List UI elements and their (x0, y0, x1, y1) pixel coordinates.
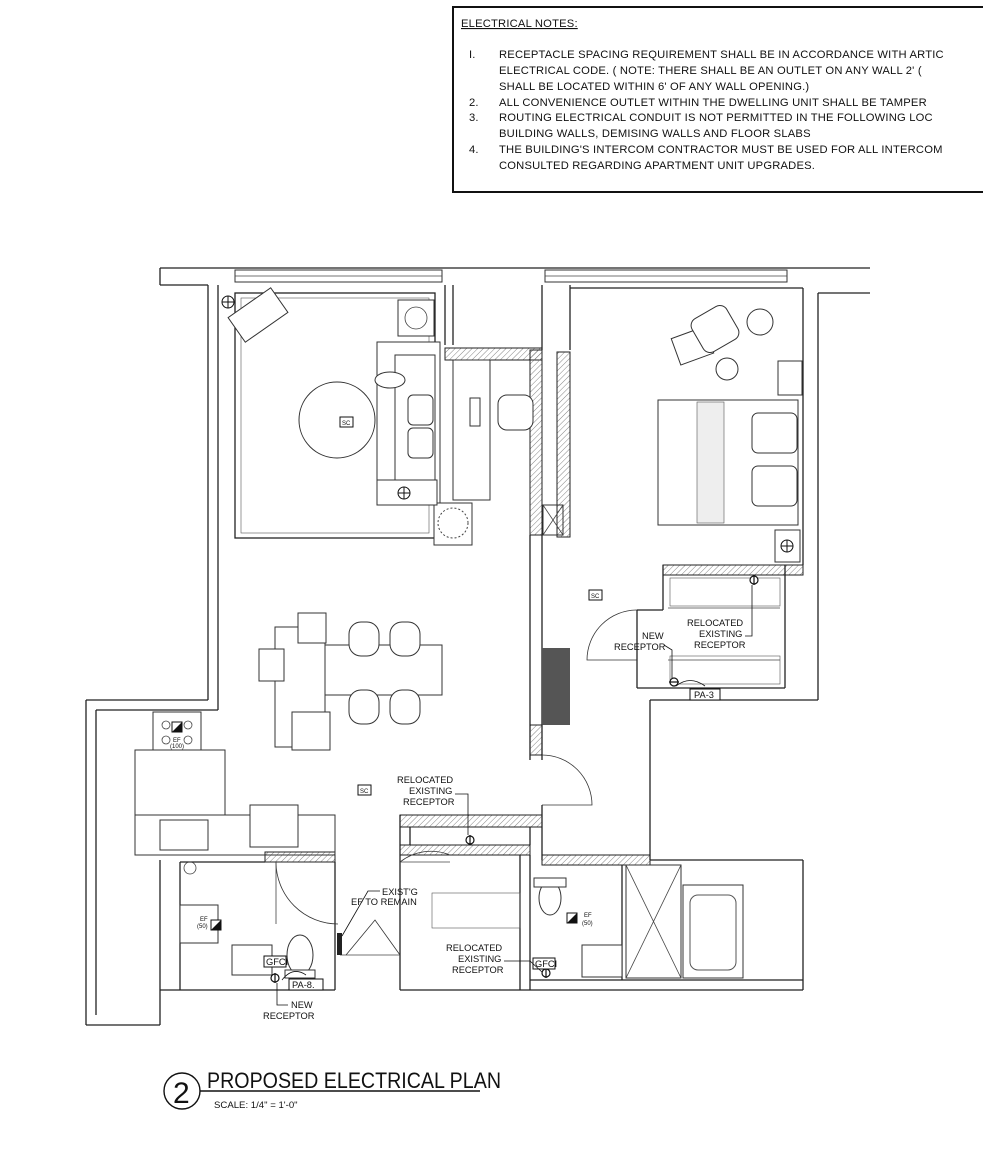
note-line: THE BUILDING'S INTERCOM CONTRACTOR MUST … (499, 144, 943, 156)
smoke-detector-icon (357, 784, 372, 796)
receptacle-icon (270, 973, 280, 983)
receptacle-icon (669, 677, 679, 687)
ceiling-light-icon (780, 539, 794, 553)
drawing-title: PROPOSED ELECTRICAL PLAN (207, 1068, 501, 1093)
exhaust-fan-rating: (50) (582, 921, 593, 927)
callout-line: RELOCATED (687, 618, 743, 628)
bedroom-furniture (657, 304, 803, 563)
smoke-detector-label: SC (360, 789, 369, 795)
note-line: ROUTING ELECTRICAL CONDUIT IS NOT PERMIT… (499, 112, 933, 124)
note-line: CONSULTED REGARDING APARTMENT UNIT UPGRA… (499, 160, 815, 172)
drawing-scale: SCALE: 1/4" = 1'-0" (214, 1100, 298, 1111)
smoke-detector-icon (588, 589, 603, 601)
callout-line: EXIST'G (382, 887, 418, 897)
exhaust-fan-rating: (50) (197, 924, 208, 930)
note-line: RECEPTACLE SPACING REQUIREMENT SHALL BE … (499, 49, 944, 61)
bath-fixtures (231, 877, 623, 979)
receptacle-icon (749, 575, 759, 585)
drawing-number: 2 (173, 1077, 190, 1110)
callout-line: RELOCATED (446, 943, 502, 953)
receptacle-icon (465, 835, 475, 845)
circuit-tag: PA-3 (694, 690, 714, 700)
note-num: 2. (469, 97, 479, 109)
notes-heading: ELECTRICAL NOTES: (461, 18, 578, 30)
callout-line: RECEPTOR (614, 642, 666, 652)
note-line: ELECTRICAL CODE. ( NOTE: THERE SHALL BE … (499, 65, 922, 77)
callout-line: EXISTING (699, 629, 742, 639)
dining-kitchen-furniture (134, 612, 443, 944)
exhaust-fan-label: EF (173, 738, 181, 744)
receptacle-icon (541, 968, 551, 978)
plan-callouts: NEW RECEPTOR RELOCATED EXISTING RECEPTOR… (263, 585, 753, 1021)
smoke-detector-label: SC (591, 594, 600, 600)
smoke-detector-icon (339, 416, 354, 428)
drawing-title-block: 2 PROPOSED ELECTRICAL PLAN SCALE: 1/4" =… (163, 1068, 501, 1111)
callout-line: RELOCATED (397, 775, 453, 785)
electrical-notes-box: ELECTRICAL NOTES: I. RECEPTACLE SPACING … (452, 6, 983, 193)
callout-line: NEW (291, 1000, 313, 1010)
note-num: I. (469, 49, 476, 61)
note-num: 3. (469, 112, 479, 124)
note-line: BUILDING WALLS, DEMISING WALLS AND FLOOR… (499, 128, 811, 140)
callout-line: NEW (642, 631, 664, 641)
note-line: SHALL BE LOCATED WITHIN 6' OF ANY WALL O… (499, 81, 809, 93)
ceiling-light-icon (221, 295, 235, 309)
ceiling-light-icon (397, 486, 411, 500)
callout-line: RECEPTOR (694, 640, 746, 650)
note-num: 4. (469, 144, 479, 156)
callout-line: RECEPTOR (452, 965, 504, 975)
building-walls (85, 267, 870, 1026)
callout-line: EXISTING (458, 954, 501, 964)
gfci-tag-box (263, 955, 287, 968)
exhaust-fan-label: EF (200, 917, 208, 923)
callout-line: RECEPTOR (263, 1011, 315, 1021)
gfci-tag: GFCI (535, 959, 557, 969)
note-line: ALL CONVENIENCE OUTLET WITHIN THE DWELLI… (499, 97, 927, 109)
living-furniture (227, 287, 534, 546)
callout-line: EXISTING (409, 786, 452, 796)
circuit-tag-box (288, 978, 324, 991)
exhaust-fan-label: EF (584, 913, 592, 919)
circuit-tag: PA-8. (292, 980, 315, 990)
smoke-detector-label: SC (342, 421, 351, 427)
circuit-tag-box (689, 688, 721, 701)
gfci-tag: GFCI (266, 957, 288, 967)
electrical-symbols: SC SC SC EF (100) EF (50) EF (50) (170, 295, 794, 991)
existing-exhaust-fan-icon (337, 933, 342, 955)
exhaust-fan-rating: (100) (170, 744, 184, 750)
callout-line: RECEPTOR (403, 797, 455, 807)
callout-line: EF TO REMAIN (351, 897, 417, 907)
